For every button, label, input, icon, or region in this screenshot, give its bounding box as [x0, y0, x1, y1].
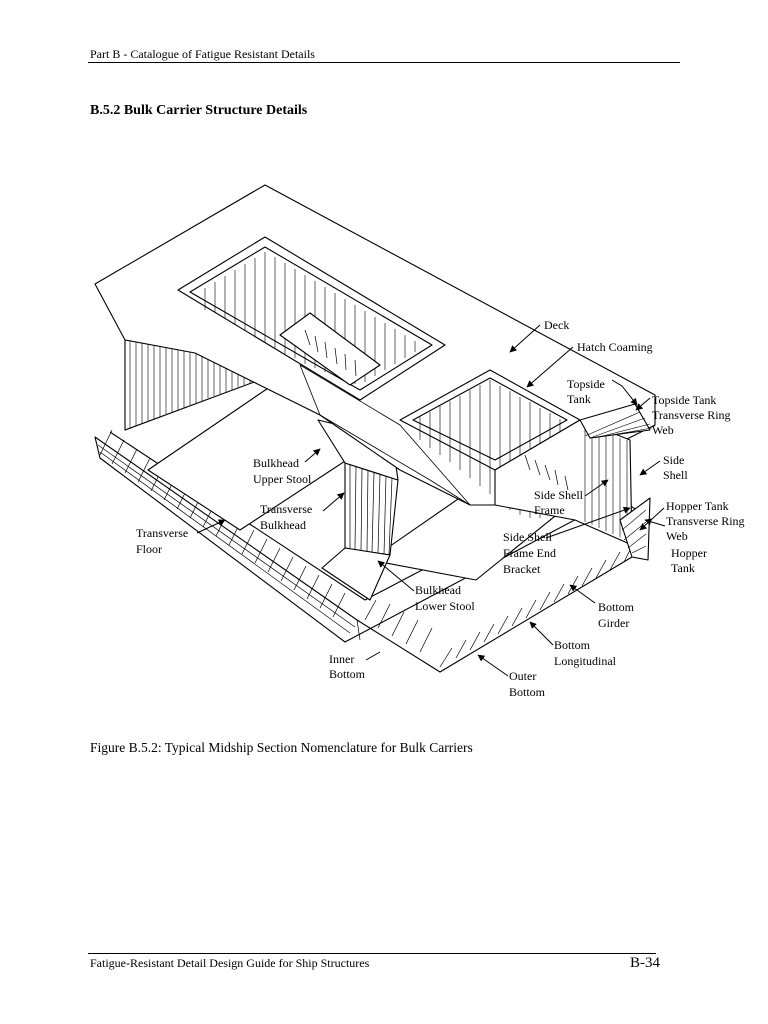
figure-labels: Deck Hatch Coaming Topside Tank Topside … — [136, 318, 748, 699]
aft-hold-brackets — [524, 454, 569, 491]
label-outer-bottom: Outer Bottom — [509, 669, 546, 699]
bulkhead-lower-stool — [321, 547, 391, 601]
section-title: B.5.2 Bulk Carrier Structure Details — [90, 103, 308, 118]
figure-caption: Figure B.5.2: Typical Midship Section No… — [90, 740, 473, 755]
label-bottom-longitudinal: Bottom Longitudinal — [554, 638, 617, 668]
label-bottom-girder: Bottom Girder — [598, 600, 637, 630]
label-transverse-floor: Transverse Floor — [136, 526, 191, 556]
transverse-bulkhead-corrugations — [349, 464, 393, 556]
running-head: Part B - Catalogue of Fatigue Resistant … — [90, 47, 315, 61]
hopper-tank-web — [621, 509, 647, 554]
fore-hold-brackets — [304, 329, 357, 377]
deck-cross-strip — [299, 364, 471, 506]
footer-rule — [88, 953, 656, 954]
hull-drawing — [94, 184, 656, 673]
label-inner-bottom: Inner Bottom — [329, 652, 366, 681]
topside-tank — [579, 403, 651, 439]
label-side-shell-frame: Side Shell Frame — [534, 488, 586, 517]
label-hatch-coaming: Hatch Coaming — [577, 340, 653, 354]
transverse-floor-hatch — [97, 444, 361, 641]
label-side-shell: Side Shell — [663, 453, 688, 482]
leader-lines — [196, 324, 666, 677]
footer-title: Fatigue-Resistant Detail Design Guide fo… — [90, 956, 370, 970]
label-topside-tank: Topside Tank — [567, 377, 608, 406]
label-side-shell-frame-end-bracket: Side Shell Frame End Bracket — [503, 530, 559, 576]
label-topside-tank-ring-web: Topside Tank Transverse Ring Web — [652, 393, 734, 437]
label-bulkhead-lower-stool: Bulkhead Lower Stool — [415, 583, 475, 613]
label-hopper-tank: Hopper Tank — [671, 546, 710, 575]
hopper-tank — [619, 497, 651, 561]
header-rule — [88, 62, 680, 63]
label-deck: Deck — [544, 318, 569, 332]
label-transverse-bulkhead: Transverse Bulkhead — [260, 502, 315, 532]
page-number: B-34 — [630, 955, 660, 971]
topside-tank-web — [584, 411, 653, 439]
label-hopper-tank-ring-web: Hopper Tank Transverse Ring Web — [666, 499, 748, 543]
label-bulkhead-upper-stool: Bulkhead Upper Stool — [253, 456, 312, 486]
